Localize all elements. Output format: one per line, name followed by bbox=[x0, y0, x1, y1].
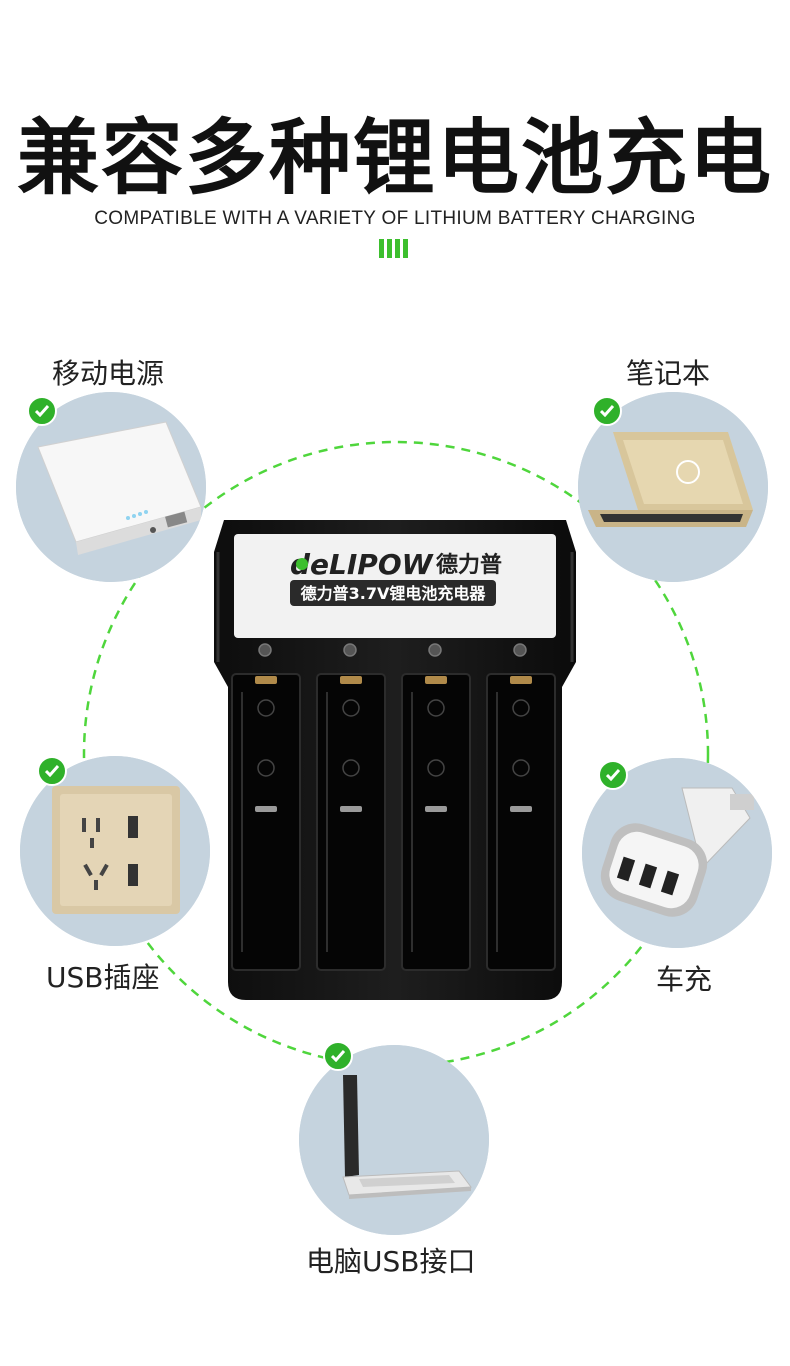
usb-socket-icon bbox=[20, 756, 210, 946]
power-bank-icon bbox=[16, 392, 206, 582]
svg-text:德力普: 德力普 bbox=[436, 552, 502, 578]
car-charger-label: 车充 bbox=[656, 963, 713, 996]
power-bank-circle bbox=[16, 392, 206, 582]
computer-usb-check-icon bbox=[323, 1041, 353, 1071]
power-bank-check-icon bbox=[27, 396, 57, 426]
usb-socket-label: USB插座 bbox=[46, 961, 160, 994]
page-title: 兼容多种锂电池充电 bbox=[16, 111, 773, 206]
laptop-icon bbox=[299, 1045, 489, 1235]
svg-text:德力普3.7V锂电池充电器: 德力普3.7V锂电池充电器 bbox=[301, 584, 487, 603]
usb-socket-circle bbox=[20, 756, 210, 946]
notebook-label: 笔记本 bbox=[626, 357, 711, 390]
car-charger-check-icon bbox=[598, 760, 628, 790]
accent-bars bbox=[379, 239, 411, 258]
charger-image: deLIPOW 德力普 德力普3.7V锂电池充电器 bbox=[214, 520, 576, 1000]
page-subtitle: COMPATIBLE WITH A VARIETY OF LITHIUM BAT… bbox=[94, 208, 696, 229]
computer-usb-label: 电脑USB接口 bbox=[306, 1245, 476, 1278]
notebook-check-icon bbox=[592, 396, 622, 426]
svg-text:deLIPOW: deLIPOW bbox=[290, 548, 434, 581]
usb-socket-check-icon bbox=[37, 756, 67, 786]
power-bank-label: 移动电源 bbox=[52, 357, 165, 390]
dashed-ring bbox=[82, 440, 710, 1068]
computer-usb-circle bbox=[299, 1045, 489, 1235]
